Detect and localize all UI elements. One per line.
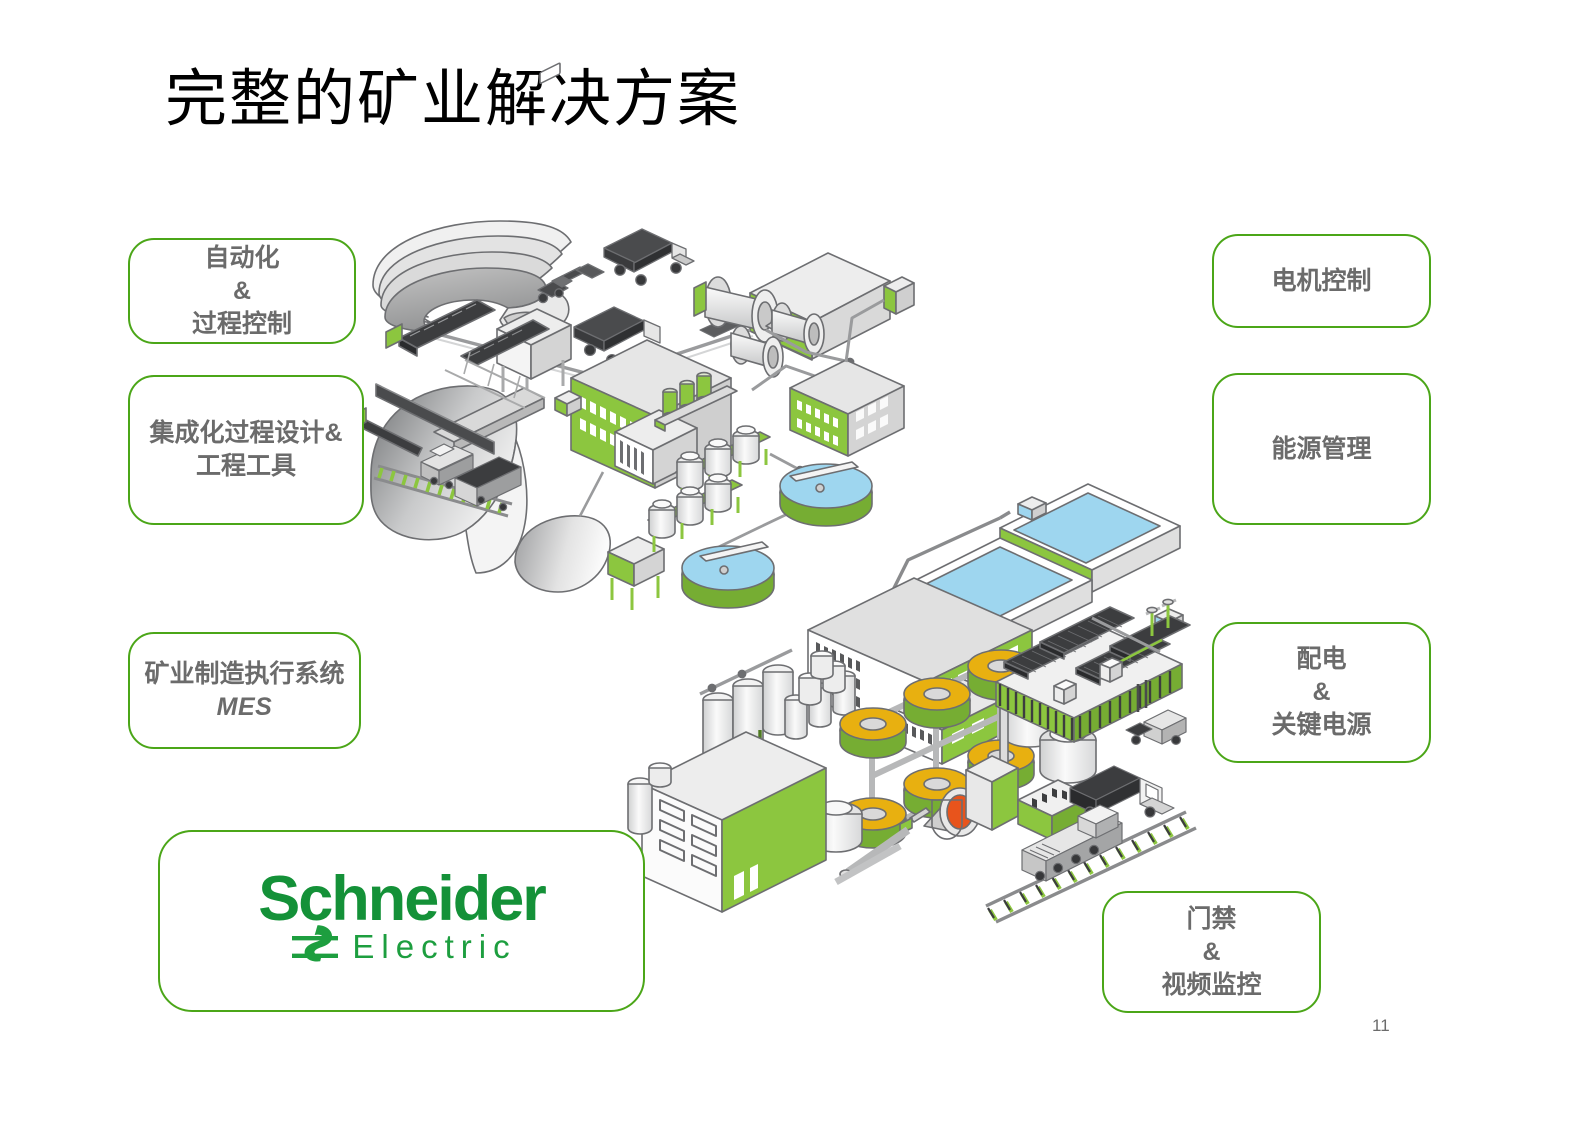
- page-title: 完整的矿业解决方案: [165, 65, 742, 134]
- capability-box-energy-management[interactable]: 能源管理: [1212, 373, 1431, 525]
- page-number: 11: [1372, 1016, 1390, 1035]
- capability-line: 视频监控: [1161, 970, 1262, 999]
- capability-line: 电机控制: [1271, 266, 1372, 295]
- brand-logo-box[interactable]: Schneider Electric: [158, 830, 645, 1012]
- capability-line: 自动化: [204, 243, 280, 272]
- capability-line: 工程工具: [195, 452, 296, 480]
- capability-line: 集成化过程设计&: [149, 419, 343, 447]
- capability-box-integrated-design[interactable]: 集成化过程设计& 工程工具: [128, 375, 364, 525]
- capability-box-power-distribution[interactable]: 配电 & 关键电源: [1212, 622, 1431, 763]
- capability-line: 关键电源: [1271, 711, 1372, 739]
- capability-box-access-control[interactable]: 门禁 & 视频监控: [1102, 891, 1321, 1013]
- capability-line: &: [232, 276, 252, 305]
- capability-line: &: [1312, 678, 1331, 706]
- capability-line: 门禁: [1186, 904, 1237, 933]
- capability-line: 能源管理: [1271, 434, 1372, 463]
- schneider-electric-subtitle: Electric: [352, 928, 517, 966]
- schneider-wordmark: Schneider: [258, 864, 547, 935]
- capability-line: 配电: [1296, 645, 1347, 673]
- capability-box-automation[interactable]: 自动化 & 过程控制: [128, 238, 356, 344]
- capability-line-acronym: MES: [216, 692, 273, 721]
- capability-line: 矿业制造执行系统: [144, 659, 345, 688]
- capability-line: &: [1202, 937, 1221, 966]
- capability-box-motor-control[interactable]: 电机控制: [1212, 234, 1431, 328]
- schneider-s-mark-icon: [292, 925, 339, 962]
- capability-line: 过程控制: [191, 309, 292, 338]
- capability-box-mes[interactable]: 矿业制造执行系统 MES: [128, 632, 361, 749]
